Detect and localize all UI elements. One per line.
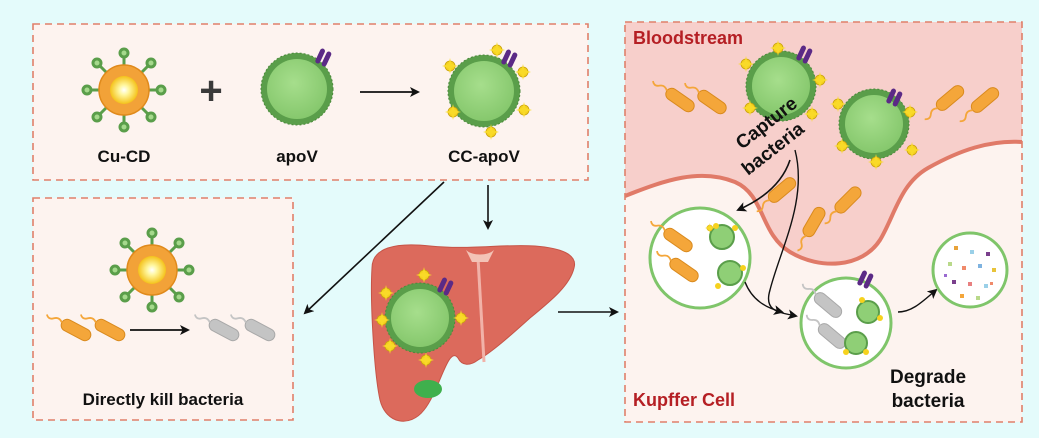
ccapov-vesicle-icon [737,39,829,123]
kupffer-cell-icon [797,269,893,370]
plus-symbol: + [199,69,222,113]
kupffer-panel-border [624,21,1023,423]
cell-membrane [624,139,1023,266]
cucd-nanoparticle-icon [109,227,195,313]
kill-panel-border [32,197,294,421]
kupffer-label: Kupffer Cell [633,390,735,410]
bloodstream-label: Bloodstream [633,28,743,48]
apov-vesicle-icon [260,47,334,126]
ccapov-vesicle-icon [441,41,533,141]
kill-panel: Directly kill bacteria [32,197,294,421]
kupffer-panel: Bloodstream [624,21,1023,423]
degrade-label-line2: bacteria [892,391,965,412]
cell-transition-arrow [744,281,784,315]
apov-label: apoV [276,147,318,166]
degrade-arrow [897,288,938,313]
ccapov-label: CC-apoV [448,147,520,166]
cucd-nanoparticle-icon [81,47,167,133]
liver-icon [370,244,575,422]
kill-caption: Directly kill bacteria [83,390,244,409]
cucd-label: Cu-CD [98,147,151,166]
bloodstream-region [625,22,1022,264]
degrade-label-line1: Degrade [890,367,966,388]
arrow-to-kill [303,181,445,315]
synthesis-panel: Cu-CD + apoV CC-apoV [32,23,589,181]
ccapov-vesicle-icon [829,87,921,171]
capture-arrow [736,159,791,212]
debris-icon [931,231,1009,309]
kupffer-cell-icon [646,206,752,310]
